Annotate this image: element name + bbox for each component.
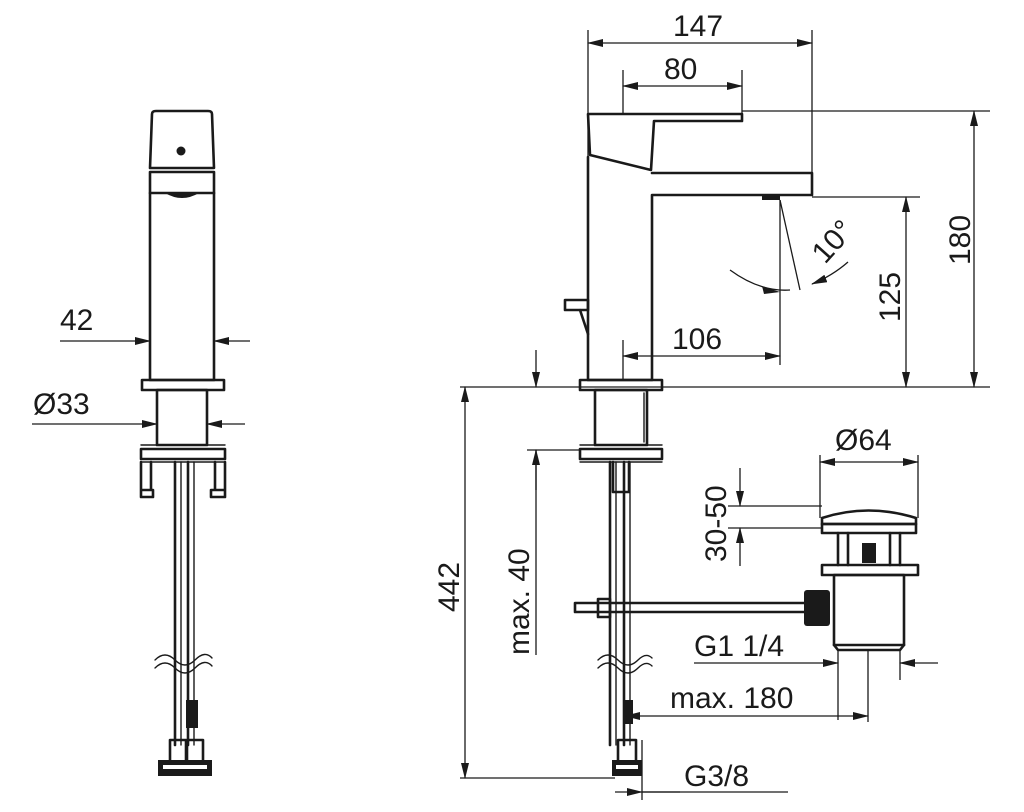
front-lever-head	[148, 109, 216, 170]
dim-spout-height: 125	[874, 196, 910, 388]
side-aerator	[762, 195, 780, 200]
side-lever	[586, 112, 744, 172]
waste-body	[832, 573, 906, 647]
side-supply-hoses	[608, 460, 642, 776]
front-lever-indicator	[176, 146, 186, 156]
front-view	[139, 109, 227, 776]
waste-plug-cap	[820, 509, 918, 526]
dim-base-diameter: Ø33	[32, 388, 245, 428]
side-popup-knob	[563, 298, 590, 336]
front-fixing-plate	[139, 447, 227, 461]
side-base-ring	[578, 378, 664, 392]
dim-waste-thread-label: G1 1/4	[694, 630, 784, 663]
dim-lever-angle: 10°	[729, 199, 861, 294]
front-break-symbol	[154, 653, 213, 674]
dim-body-width-label: 42	[60, 304, 93, 337]
dim-total-height: 442	[433, 386, 615, 779]
dim-rod-max-length: max. 180	[624, 650, 869, 722]
dim-waste-thread: G1 1/4	[694, 630, 938, 720]
side-extension-lines	[460, 30, 990, 388]
front-body	[148, 170, 216, 382]
side-break-symbol	[597, 654, 653, 674]
dim-spout-height-label: 125	[874, 272, 907, 322]
dim-overall-width-label: 147	[673, 10, 723, 43]
side-shank	[593, 388, 649, 447]
dim-overall-width: 147	[587, 10, 813, 47]
dim-plug-lift-label: 30-50	[700, 485, 733, 562]
dim-plug-diameter: Ø64	[819, 424, 919, 518]
dim-total-height-label: 442	[433, 562, 466, 612]
front-base-ring	[140, 378, 226, 392]
dim-overall-height-label: 180	[944, 215, 977, 265]
waste-body-flange	[820, 563, 920, 577]
dim-spout-reach-label: 106	[672, 323, 722, 356]
dim-overall-height: 180	[944, 110, 978, 388]
dim-body-width: 42	[60, 304, 250, 345]
dim-max-counter-thickness-label: max. 40	[503, 548, 536, 655]
dim-hose-thread-label: G3/8	[684, 760, 749, 793]
dim-plug-diameter-label: Ø64	[835, 424, 892, 457]
dim-lever-length-label: 80	[664, 53, 697, 86]
dim-hose-thread: G3/8	[615, 740, 788, 800]
side-popup-waste	[804, 509, 920, 652]
dim-rod-max-length-label: max. 180	[670, 682, 793, 715]
side-pull-rod	[573, 601, 810, 614]
dim-lever-length: 80	[622, 53, 743, 90]
side-fixing-plate	[578, 447, 664, 461]
dim-max-counter-thickness: max. 40	[503, 350, 580, 655]
dim-plug-lift: 30-50	[700, 468, 822, 566]
front-supply-hoses	[158, 460, 212, 776]
dim-spout-reach: 106	[622, 323, 781, 360]
dim-lever-angle-label: 10°	[806, 214, 861, 270]
dim-base-diameter-label: Ø33	[33, 388, 90, 421]
front-shank	[155, 388, 209, 447]
